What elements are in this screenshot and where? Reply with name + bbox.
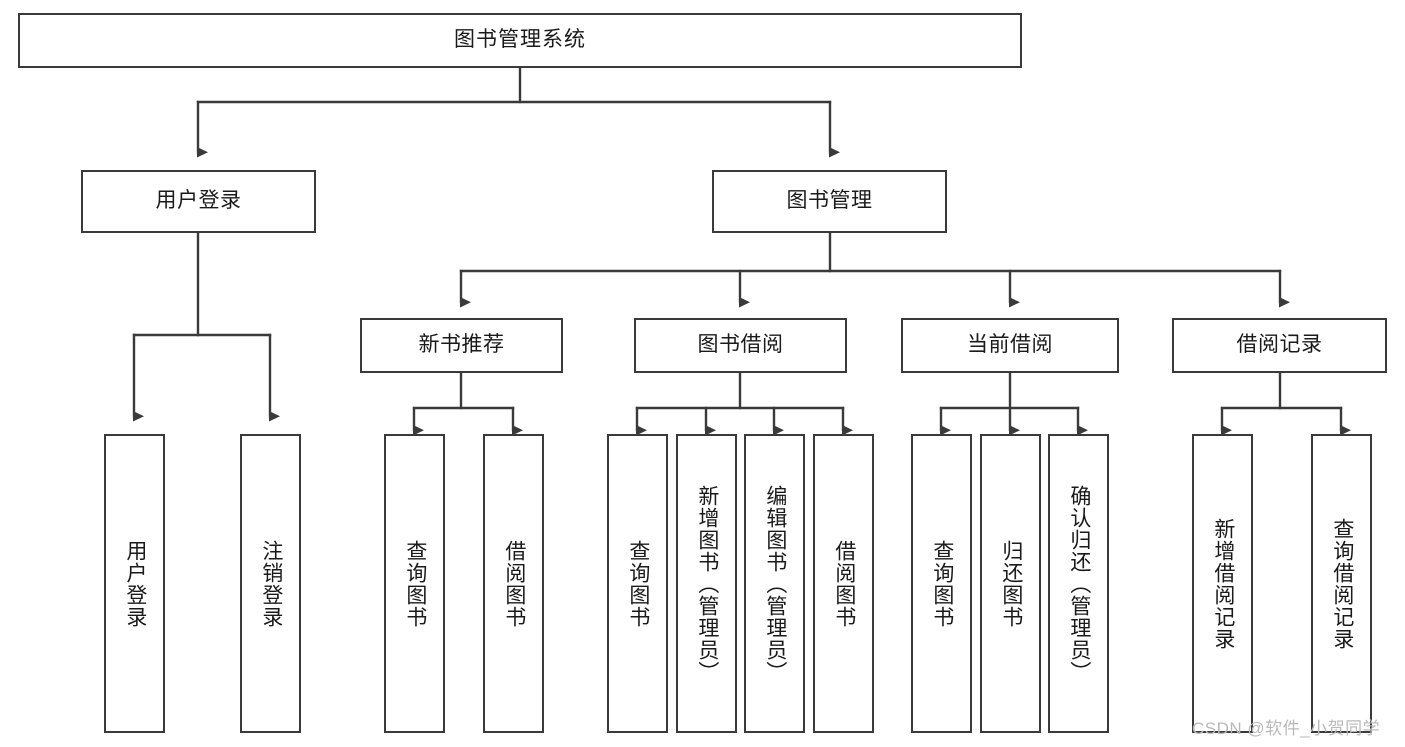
leaf-add-book-admin[interactable]: 新增图书（管理员） (676, 434, 737, 733)
node-label: 新增借阅记录 (1211, 517, 1235, 650)
node-book-borrow[interactable]: 图书借阅 (634, 318, 847, 373)
node-root-book-management-system[interactable]: 图书管理系统 (18, 13, 1022, 68)
node-borrow-record[interactable]: 借阅记录 (1172, 318, 1387, 373)
leaf-user-login[interactable]: 用户登录 (104, 434, 165, 733)
node-label: 确认归还（管理员） (1067, 484, 1091, 683)
node-label: 借阅记录 (1236, 333, 1323, 357)
node-label: 图书管理 (786, 189, 873, 213)
leaf-edit-book-admin[interactable]: 编辑图书（管理员） (744, 434, 805, 733)
leaf-return-book[interactable]: 归还图书 (980, 434, 1041, 733)
node-user-login[interactable]: 用户登录 (81, 170, 316, 233)
node-label: 查询图书 (403, 539, 427, 628)
node-label: 归还图书 (999, 539, 1023, 628)
node-label: 查询借阅记录 (1330, 517, 1354, 650)
node-label: 新书推荐 (418, 333, 505, 357)
node-current-borrow[interactable]: 当前借阅 (901, 318, 1119, 373)
node-label: 用户登录 (155, 189, 242, 213)
node-label: 编辑图书（管理员） (763, 484, 787, 683)
node-label: 借阅图书 (502, 539, 526, 628)
node-label: 图书借阅 (697, 333, 784, 357)
node-label: 注销登录 (259, 539, 283, 628)
leaf-borrow-book-recommend[interactable]: 借阅图书 (483, 434, 544, 733)
node-label: 查询图书 (930, 539, 954, 628)
leaf-query-book-recommend[interactable]: 查询图书 (384, 434, 445, 733)
leaf-borrow-book[interactable]: 借阅图书 (813, 434, 874, 733)
leaf-query-borrow-record[interactable]: 查询借阅记录 (1311, 434, 1372, 733)
node-label: 借阅图书 (832, 539, 856, 628)
leaf-user-logout[interactable]: 注销登录 (240, 434, 301, 733)
node-label: 图书管理系统 (454, 28, 586, 52)
leaf-confirm-return-admin[interactable]: 确认归还（管理员） (1048, 434, 1109, 733)
leaf-query-book-borrow[interactable]: 查询图书 (607, 434, 668, 733)
node-label: 查询图书 (626, 539, 650, 628)
node-label: 新增图书（管理员） (695, 484, 719, 683)
node-new-book-recommend[interactable]: 新书推荐 (360, 318, 563, 373)
node-label: 当前借阅 (967, 333, 1053, 357)
watermark: CSDN @软件_小贺同学 (1192, 719, 1381, 738)
node-label: 用户登录 (123, 539, 147, 628)
node-book-management[interactable]: 图书管理 (712, 170, 947, 233)
leaf-query-book-current[interactable]: 查询图书 (911, 434, 972, 733)
leaf-add-borrow-record[interactable]: 新增借阅记录 (1192, 434, 1253, 733)
